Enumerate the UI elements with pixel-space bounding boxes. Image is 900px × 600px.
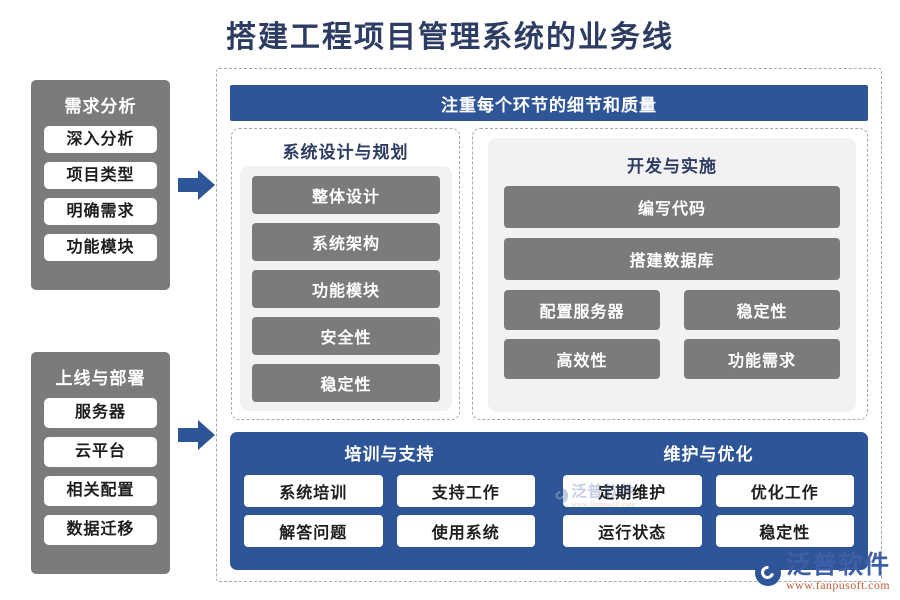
- band-item[interactable]: 支持工作: [396, 475, 535, 507]
- stage-chip[interactable]: 深入分析: [44, 126, 157, 153]
- stage-title: 需求分析: [64, 97, 137, 116]
- band-item[interactable]: 优化工作: [715, 475, 854, 507]
- stage-chip[interactable]: 相关配置: [44, 476, 157, 506]
- band-item[interactable]: 使用系统: [396, 515, 535, 547]
- band-group-training-support: 培训与支持 系统培训 支持工作 解答问题 使用系统: [230, 432, 549, 570]
- dev-item[interactable]: 配置服务器: [504, 290, 660, 330]
- right-arrow-icon: [178, 168, 216, 202]
- section-development: [472, 128, 868, 420]
- stage-panel-launch-deploy: 上线与部署 服务器 云平台 相关配置 数据迁移: [31, 352, 170, 574]
- band-item-grid: 系统培训 支持工作 解答问题 使用系统: [244, 475, 535, 547]
- band-item[interactable]: 定期维护: [563, 475, 702, 507]
- stage-item-list: 服务器 云平台 相关配置 数据迁移: [31, 398, 170, 557]
- stage-chip[interactable]: 云平台: [44, 437, 157, 467]
- dev-item[interactable]: 搭建数据库: [504, 238, 840, 280]
- stage-title: 上线与部署: [55, 369, 146, 388]
- design-item[interactable]: 功能模块: [252, 270, 440, 308]
- dev-item[interactable]: 编写代码: [504, 186, 840, 228]
- band-item-grid: 定期维护 优化工作 运行状态 稳定性: [563, 475, 854, 547]
- dev-item[interactable]: 稳定性: [684, 290, 840, 330]
- band-item[interactable]: 运行状态: [563, 515, 702, 547]
- design-item[interactable]: 安全性: [252, 317, 440, 355]
- quality-banner: 注重每个环节的细节和质量: [230, 85, 868, 121]
- section-title: 系统设计与规划: [282, 143, 409, 162]
- design-item[interactable]: 系统架构: [252, 223, 440, 261]
- stage-chip[interactable]: 数据迁移: [44, 515, 157, 545]
- band-item[interactable]: 稳定性: [715, 515, 854, 547]
- stage-item-list: 深入分析 项目类型 明确需求 功能模块: [31, 126, 170, 273]
- dev-item[interactable]: 功能需求: [684, 339, 840, 379]
- right-arrow-icon: [178, 418, 216, 452]
- development-item-panel: 开发与实施 编写代码 搭建数据库 配置服务器 稳定性 高效性 功能需求: [488, 138, 856, 412]
- stage-chip[interactable]: 功能模块: [44, 234, 157, 261]
- dev-item-grid: 配置服务器 稳定性 高效性 功能需求: [504, 290, 840, 379]
- section-system-design: 系统设计与规划: [231, 128, 460, 420]
- band-item[interactable]: 解答问题: [244, 515, 383, 547]
- design-item[interactable]: 整体设计: [252, 176, 440, 214]
- dev-item[interactable]: 高效性: [504, 339, 660, 379]
- band-item[interactable]: 系统培训: [244, 475, 383, 507]
- band-title: 培训与支持: [344, 445, 435, 464]
- page-title: 搭建工程项目管理系统的业务线: [226, 21, 674, 54]
- pipeline-outer-frame: [216, 68, 882, 582]
- section-title: 开发与实施: [627, 157, 717, 176]
- stage-chip[interactable]: 明确需求: [44, 198, 157, 225]
- band-group-maintenance-optimization: 维护与优化 定期维护 优化工作 运行状态 稳定性: [549, 432, 868, 570]
- bottom-band: 培训与支持 系统培训 支持工作 解答问题 使用系统 维护与优化 定期维护 优化工…: [230, 432, 868, 570]
- stage-panel-requirement-analysis: 需求分析 深入分析 项目类型 明确需求 功能模块: [31, 80, 170, 290]
- stage-chip[interactable]: 服务器: [44, 398, 157, 428]
- design-item-panel: 整体设计 系统架构 功能模块 安全性 稳定性: [240, 166, 452, 411]
- stage-chip[interactable]: 项目类型: [44, 162, 157, 189]
- band-title: 维护与优化: [663, 445, 754, 464]
- design-item[interactable]: 稳定性: [252, 364, 440, 402]
